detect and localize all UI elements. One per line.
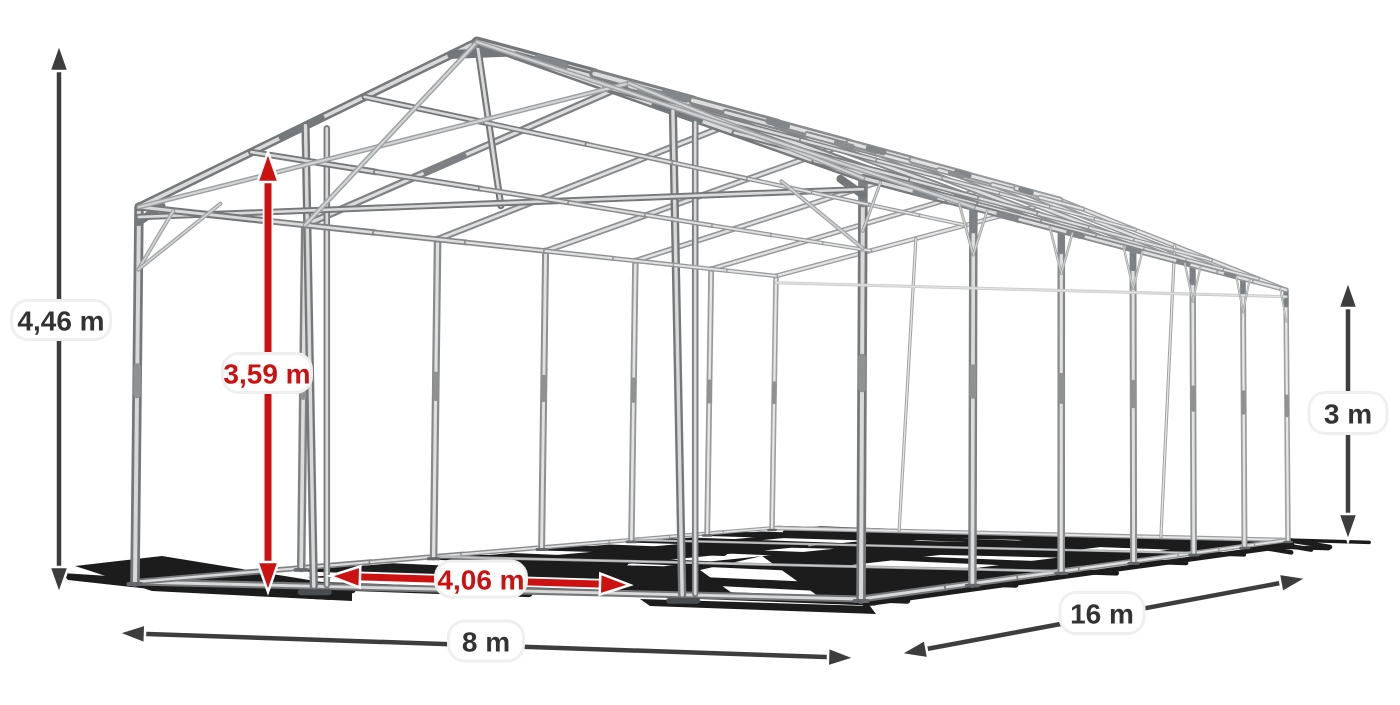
svg-text:4,06 m: 4,06 m	[437, 565, 524, 596]
svg-text:16 m: 16 m	[1070, 599, 1134, 630]
svg-text:8 m: 8 m	[462, 627, 510, 658]
svg-text:4,46 m: 4,46 m	[17, 306, 104, 337]
svg-text:3,59 m: 3,59 m	[223, 359, 310, 390]
svg-text:3 m: 3 m	[1324, 399, 1372, 430]
